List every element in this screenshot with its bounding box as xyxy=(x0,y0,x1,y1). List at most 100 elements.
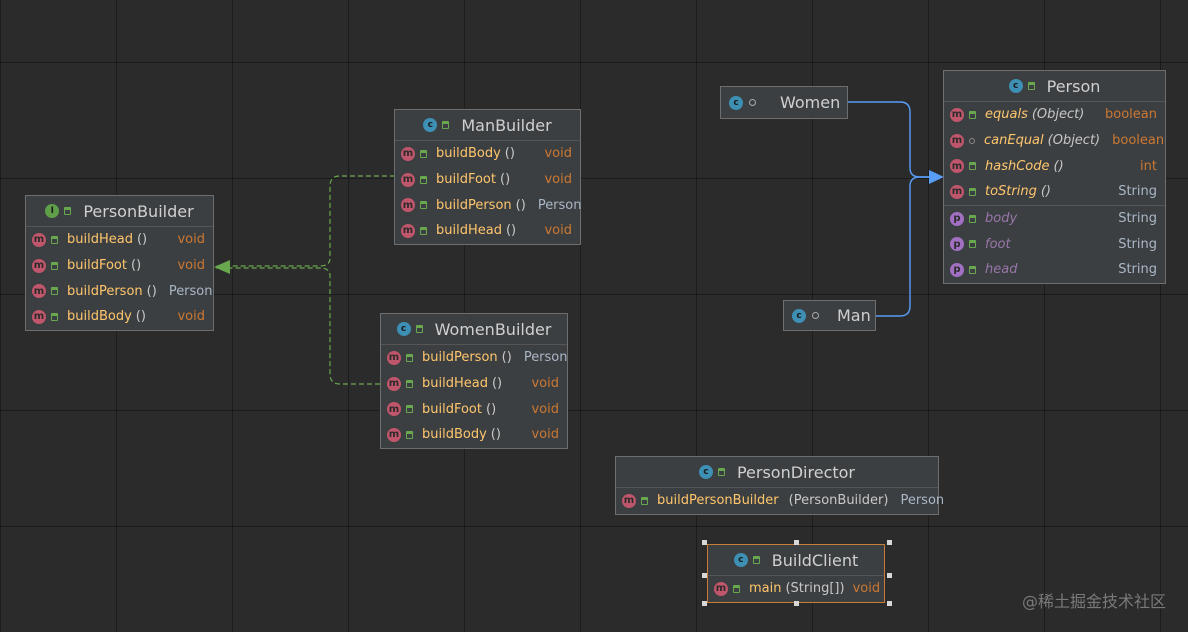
method-name: buildPersonBuilder xyxy=(657,493,779,509)
return-type: void xyxy=(177,258,205,274)
class-women[interactable]: c Women xyxy=(720,86,848,119)
public-visibility-icon xyxy=(969,265,976,274)
method-params: () xyxy=(505,223,517,239)
return-type: void xyxy=(544,146,572,162)
public-visibility-icon xyxy=(51,287,58,296)
public-visibility-icon xyxy=(969,240,976,249)
class-icon: c xyxy=(396,322,411,336)
resize-handle-middle-left[interactable] xyxy=(702,573,707,578)
resize-handle-bottom-left[interactable] xyxy=(702,601,707,606)
package-visibility-icon xyxy=(812,312,819,319)
resize-handle-top-right[interactable] xyxy=(887,540,892,545)
method-params: () xyxy=(490,427,501,443)
package-visibility-icon xyxy=(749,99,756,106)
public-visibility-icon xyxy=(420,201,427,210)
property-icon: p xyxy=(950,262,964,277)
class-name: PersonDirector xyxy=(736,462,856,482)
class-man[interactable]: c Man xyxy=(783,300,876,331)
method-icon: m xyxy=(950,133,964,148)
return-type: void xyxy=(544,223,572,239)
public-visibility-icon xyxy=(969,110,976,119)
class-name: WomenBuilder xyxy=(434,319,552,339)
method-name: buildBody xyxy=(422,427,487,443)
resize-handle-middle-right[interactable] xyxy=(887,573,892,578)
public-visibility-icon xyxy=(420,175,427,184)
class-header: c ManBuilder xyxy=(395,110,580,141)
resize-handle-bottom-middle[interactable] xyxy=(794,601,799,606)
return-type: void xyxy=(544,172,572,188)
method-icon: m xyxy=(622,493,636,508)
implements-arrowhead xyxy=(214,260,230,274)
class-header: c WomenBuilder xyxy=(381,314,567,345)
class-name: BuildClient xyxy=(771,550,859,570)
return-type: Person xyxy=(537,197,582,213)
public-visibility-icon xyxy=(969,187,976,196)
method-params: () xyxy=(515,197,526,213)
method-params: () xyxy=(500,172,511,188)
method-name: buildHead xyxy=(422,376,488,392)
class-name: Women xyxy=(780,93,841,112)
method-name: hashCode xyxy=(985,158,1050,174)
resize-handle-bottom-right[interactable] xyxy=(887,601,892,606)
method-name: main xyxy=(749,581,782,597)
class-icon: c xyxy=(1008,79,1023,93)
public-visibility-icon xyxy=(51,312,58,321)
watermark: @稀土掘金技术社区 xyxy=(1021,592,1166,611)
method-params: () xyxy=(131,258,142,274)
return-type: boolean xyxy=(1105,107,1157,123)
method-name: buildFoot xyxy=(436,172,496,188)
resize-handle-top-middle[interactable] xyxy=(794,540,799,545)
return-type: void xyxy=(852,581,881,597)
class-icon: c xyxy=(729,95,743,110)
method-params: () xyxy=(146,283,157,299)
resize-handle-top-left[interactable] xyxy=(702,540,707,545)
method-params: (String[]) xyxy=(785,581,845,597)
public-visibility-icon xyxy=(51,235,58,244)
public-visibility-icon xyxy=(969,162,976,171)
method-name: buildFoot xyxy=(67,258,127,274)
method-name: buildPerson xyxy=(67,283,143,299)
method-icon: m xyxy=(32,232,46,247)
method-name: buildBody xyxy=(67,309,132,325)
class-icon: c xyxy=(792,308,806,323)
return-type: void xyxy=(177,232,205,248)
return-type: int xyxy=(1140,158,1157,174)
method-name: canEqual xyxy=(984,133,1044,149)
method-icon: m xyxy=(950,159,964,174)
method-name: equals xyxy=(985,107,1028,123)
public-visibility-icon xyxy=(641,496,648,505)
property-icon: p xyxy=(950,237,964,252)
method-params: (PersonBuilder) xyxy=(788,493,889,509)
